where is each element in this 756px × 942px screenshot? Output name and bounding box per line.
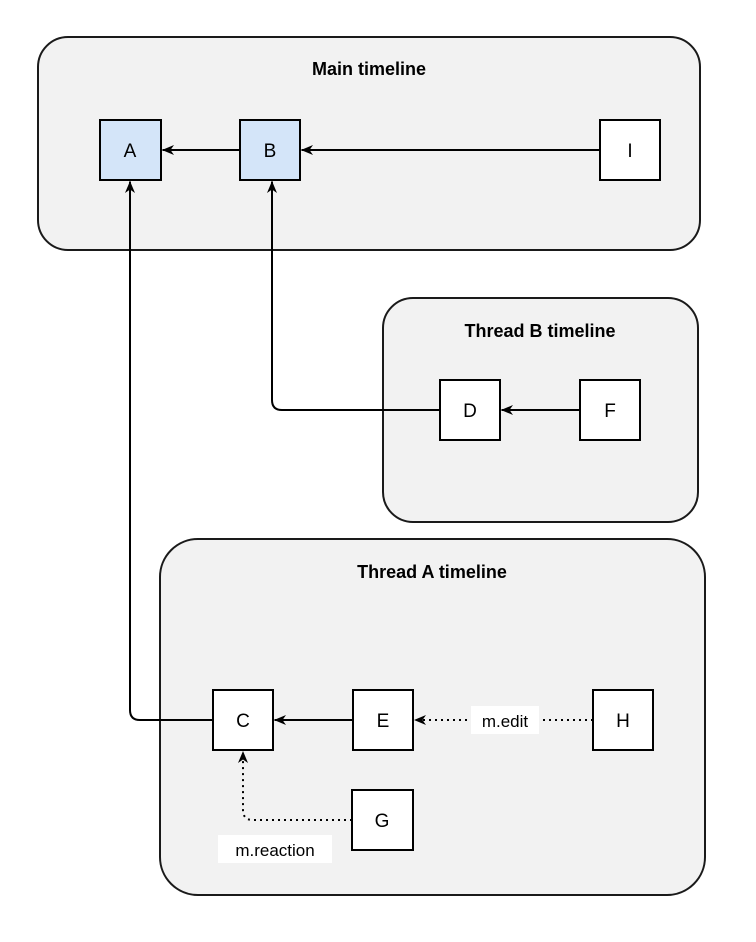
node-I-label: I [627, 141, 632, 162]
container-main-timeline-title: Main timeline [312, 59, 426, 79]
node-H: H [592, 689, 654, 751]
node-E: E [352, 689, 414, 751]
node-G-box [351, 789, 414, 851]
container-main-timeline: Main timeline [37, 36, 701, 251]
edge-D-to-B [267, 181, 440, 411]
node-F-label: F [604, 401, 616, 422]
container-thread-a-timeline: Thread A timeline [159, 538, 706, 896]
node-B-label: B [264, 141, 277, 162]
node-B: B [239, 119, 301, 181]
edge-label-m-reaction-text: m.reaction [235, 841, 314, 860]
container-thread-b-timeline-title: Thread B timeline [464, 321, 615, 341]
node-C-label: C [236, 711, 250, 732]
node-G: G [351, 789, 414, 851]
container-thread-a-timeline-box [159, 538, 706, 896]
node-E-box [352, 689, 414, 751]
container-main-timeline-box [37, 36, 701, 251]
node-H-label: H [616, 711, 630, 732]
edge-label-m-edit-bg [471, 706, 539, 734]
container-thread-a-timeline-title: Thread A timeline [357, 562, 507, 582]
edge-label-m-reaction-bg [218, 835, 332, 863]
node-E-label: E [377, 711, 390, 732]
node-H-box [592, 689, 654, 751]
node-F-box [579, 379, 641, 441]
node-I-box [599, 119, 661, 181]
edge-C-to-A [125, 181, 213, 721]
node-A-label: A [124, 141, 137, 162]
edge-label-m-edit-text: m.edit [482, 712, 529, 731]
node-B-box [239, 119, 301, 181]
node-D: D [439, 379, 501, 441]
node-C: C [212, 689, 274, 751]
node-G-label: G [375, 811, 390, 832]
node-A-box [99, 119, 162, 181]
node-I: I [599, 119, 661, 181]
edge-label-m-edit: m.edit [471, 706, 539, 734]
edge-G-to-C [238, 751, 352, 821]
node-A: A [99, 119, 162, 181]
node-C-box [212, 689, 274, 751]
edge-label-m-reaction: m.reaction [218, 835, 332, 863]
node-D-label: D [463, 401, 477, 422]
node-F: F [579, 379, 641, 441]
node-D-box [439, 379, 501, 441]
